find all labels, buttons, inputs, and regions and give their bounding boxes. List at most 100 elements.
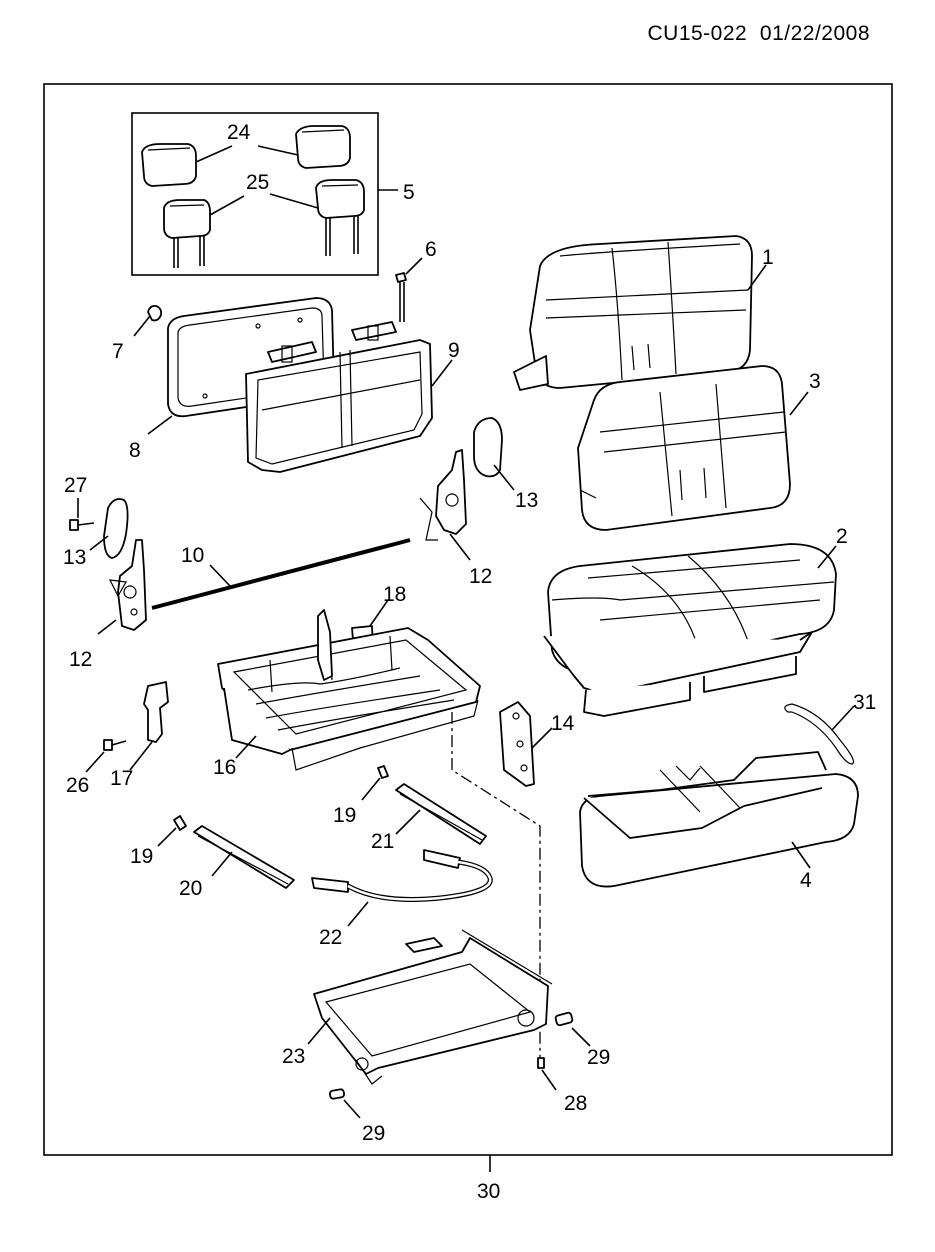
callout-27: 27 bbox=[64, 474, 87, 497]
callout-20: 20 bbox=[179, 877, 202, 900]
leader-18 bbox=[369, 599, 389, 627]
callout-16: 16 bbox=[213, 756, 236, 779]
part-27-bolt bbox=[69, 519, 95, 531]
leader-9 bbox=[431, 359, 453, 387]
leader-28 bbox=[541, 1069, 557, 1091]
callout-29-upper: 29 bbox=[587, 1046, 610, 1069]
part-12-left-recliner bbox=[108, 539, 147, 631]
part-12-right-recliner bbox=[419, 449, 467, 541]
leader-31 bbox=[831, 705, 855, 731]
callout-8: 8 bbox=[129, 439, 141, 462]
part-26-bolt bbox=[103, 739, 127, 751]
leader-7 bbox=[133, 315, 151, 337]
part-28-screw bbox=[537, 1057, 545, 1069]
callout-12-left: 12 bbox=[69, 648, 92, 671]
headrest-25-left bbox=[163, 199, 211, 268]
headrest-24-left bbox=[141, 143, 197, 187]
callout-1: 1 bbox=[762, 246, 774, 269]
document-code: CU15-022 bbox=[647, 22, 748, 45]
leader-13-right bbox=[493, 464, 515, 491]
part-22-towel-bar bbox=[311, 849, 493, 902]
leader-3 bbox=[789, 391, 809, 416]
part-1-seatback-cushion bbox=[513, 235, 753, 391]
leader-20 bbox=[211, 851, 233, 877]
headrest-24-right bbox=[295, 125, 351, 169]
leader-24 bbox=[195, 145, 299, 163]
callout-21: 21 bbox=[371, 830, 394, 853]
part-13-right-cover bbox=[473, 417, 503, 478]
leader-17 bbox=[129, 741, 153, 771]
part-10-rod bbox=[151, 538, 411, 610]
part-21-slide-rail bbox=[395, 783, 487, 845]
callout-6: 6 bbox=[425, 238, 437, 261]
callout-24: 24 bbox=[227, 121, 251, 144]
part-9-seatback-frame bbox=[245, 321, 433, 473]
part-3-seatback-panel bbox=[577, 365, 791, 531]
alignment-line bbox=[451, 712, 541, 1058]
callout-5: 5 bbox=[403, 181, 415, 204]
part-14-side-bracket bbox=[499, 701, 535, 787]
leader-10 bbox=[209, 564, 231, 587]
callout-31: 31 bbox=[853, 691, 876, 714]
callout-30: 30 bbox=[477, 1180, 500, 1203]
callout-7: 7 bbox=[112, 340, 124, 363]
headrest-25-right bbox=[315, 179, 365, 256]
part-20-slide-rail bbox=[193, 825, 295, 889]
part-19-clip-upper bbox=[377, 765, 389, 779]
part-29-pin-lower bbox=[328, 1088, 346, 1100]
part-2-seat-cushion bbox=[543, 543, 837, 717]
leader-29-lower bbox=[343, 1099, 361, 1119]
leader-6 bbox=[405, 257, 423, 275]
leader-14 bbox=[531, 727, 553, 749]
part-31-wire bbox=[784, 703, 855, 765]
part-7-clip bbox=[147, 304, 163, 322]
part-23-base-frame bbox=[313, 929, 553, 1085]
callout-2: 2 bbox=[836, 525, 848, 548]
part-13-left-cover bbox=[103, 498, 129, 559]
callout-3: 3 bbox=[809, 370, 821, 393]
leader-19-upper bbox=[361, 777, 381, 801]
document-date: 01/22/2008 bbox=[759, 22, 870, 45]
leader-1 bbox=[747, 264, 767, 291]
callout-13-left: 13 bbox=[63, 546, 86, 569]
document-header: CU15-022 01/22/2008 bbox=[560, 22, 870, 46]
callout-9: 9 bbox=[448, 339, 460, 362]
callout-19-lower: 19 bbox=[130, 845, 153, 868]
callout-22: 22 bbox=[319, 926, 342, 949]
callout-25: 25 bbox=[246, 171, 269, 194]
leader-16 bbox=[235, 735, 257, 759]
callout-19-upper: 19 bbox=[333, 804, 356, 827]
callout-23: 23 bbox=[282, 1045, 305, 1068]
leader-26 bbox=[85, 751, 105, 773]
callout-14: 14 bbox=[551, 712, 575, 735]
part-6-pin bbox=[395, 272, 407, 322]
leader-19-lower bbox=[157, 827, 177, 847]
leader-23 bbox=[307, 1017, 331, 1045]
leader-12-left bbox=[97, 619, 117, 635]
leader-2 bbox=[817, 545, 837, 569]
leader-29-upper bbox=[571, 1027, 591, 1047]
headrest-inset-box bbox=[131, 112, 379, 276]
part-19-clip-lower bbox=[173, 815, 187, 831]
leader-13-left bbox=[89, 535, 109, 551]
leader-12-right bbox=[449, 533, 471, 561]
part-4-seat-bottom-panel bbox=[579, 751, 859, 888]
part-29-pin-upper bbox=[554, 1011, 574, 1027]
callout-13-right: 13 bbox=[515, 489, 538, 512]
callout-12-right: 12 bbox=[469, 565, 492, 588]
diagram-frame bbox=[43, 83, 893, 1156]
callout-29-lower: 29 bbox=[362, 1122, 385, 1145]
callout-18: 18 bbox=[383, 583, 406, 606]
leader-25 bbox=[209, 193, 319, 216]
callout-26: 26 bbox=[66, 774, 89, 797]
callout-28: 28 bbox=[564, 1092, 587, 1115]
leader-22 bbox=[347, 901, 369, 927]
callout-4: 4 bbox=[800, 869, 812, 892]
part-17-buckle bbox=[143, 681, 169, 743]
leader-8 bbox=[147, 415, 173, 435]
part-16-seat-frame bbox=[217, 609, 481, 771]
callout-10: 10 bbox=[181, 544, 204, 567]
callout-17: 17 bbox=[110, 767, 133, 790]
